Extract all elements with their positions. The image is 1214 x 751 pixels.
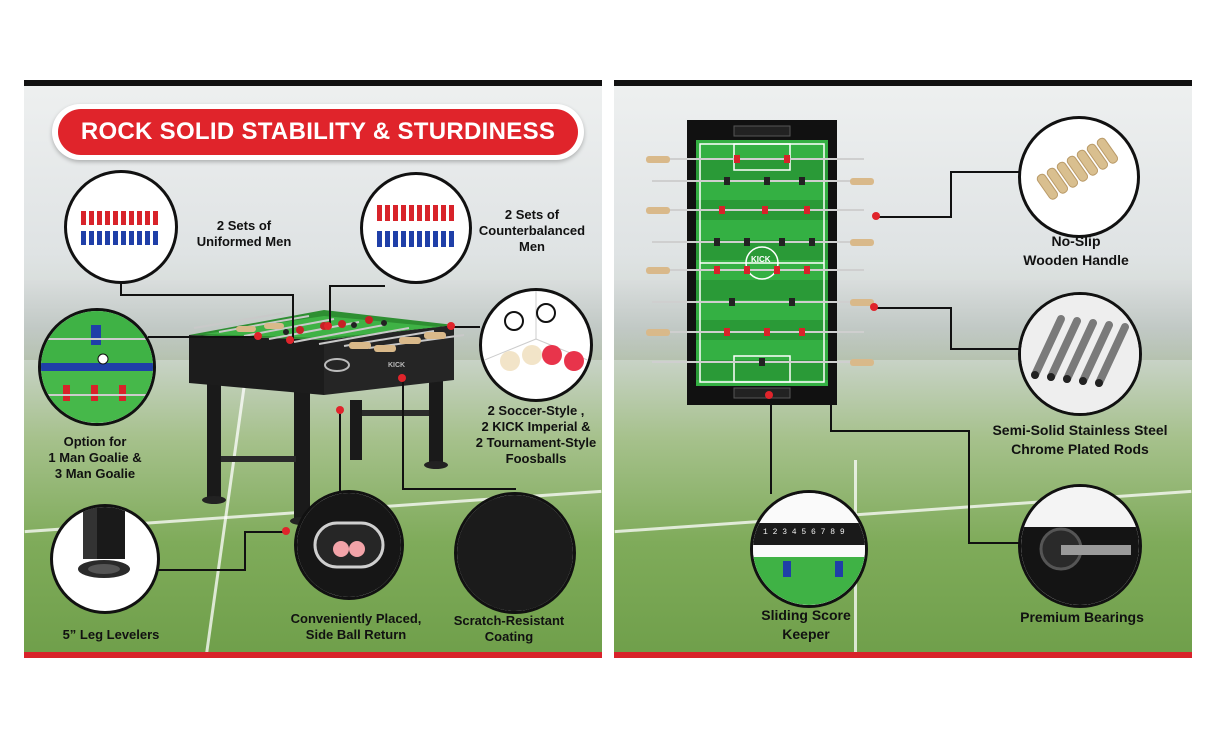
leader-line	[244, 531, 246, 571]
hotspot-dot	[282, 527, 290, 535]
label-line: 2 Sets of	[216, 218, 272, 233]
label-line: Conveniently Placed,	[290, 611, 422, 626]
label-line: Option for	[63, 434, 127, 449]
bearings-label: Premium Bearings	[1002, 608, 1162, 627]
score-keeper-label: Sliding Score Keeper	[736, 606, 876, 644]
coating-label: Scratch-Resistant Coating	[444, 613, 574, 645]
leader-line	[452, 326, 480, 328]
label-line: Counterbalanced	[478, 223, 586, 238]
bearings-circle	[1018, 484, 1142, 608]
leader-line	[339, 410, 341, 495]
hotspot-dot	[870, 303, 878, 311]
uniformed-men-circle	[64, 170, 178, 284]
foosball-table-topdown-image	[646, 120, 874, 405]
leader-line	[950, 307, 952, 349]
score-digits: 1 2 3 4 5 6 7 8 9	[763, 528, 845, 537]
handle-circle	[1018, 116, 1140, 238]
top-divider	[614, 80, 1192, 86]
leader-line	[968, 542, 1020, 544]
goalie-option-circle	[38, 308, 156, 426]
hotspot-dot	[336, 406, 344, 414]
leader-line	[120, 280, 122, 295]
foosballs-circle	[479, 288, 593, 402]
leader-line	[950, 348, 1020, 350]
label-line: Semi-Solid Stainless Steel	[992, 422, 1168, 438]
leader-line	[329, 285, 385, 287]
hotspot-dot	[324, 322, 332, 330]
leader-line	[402, 380, 404, 490]
title-banner: ROCK SOLID STABILITY & STURDINESS	[52, 104, 584, 160]
center-logo: KICK	[751, 255, 771, 264]
label-line: Sliding Score	[761, 607, 851, 623]
rods-label: Semi-Solid Stainless Steel Chrome Plated…	[980, 421, 1180, 459]
leg-levelers-label: 5” Leg Levelers	[46, 627, 176, 643]
hotspot-dot	[872, 212, 880, 220]
label-line: Wooden Handle	[1023, 252, 1129, 268]
rods-circle	[1018, 292, 1142, 416]
leg-levelers-circle	[50, 504, 160, 614]
label-line: Chrome Plated Rods	[1011, 441, 1149, 457]
label-line: 2 KICK Imperial &	[481, 419, 591, 434]
label-line: 2 Tournament-Style	[475, 435, 597, 450]
goalie-option-label: Option for 1 Man Goalie & 3 Man Goalie	[40, 434, 150, 482]
hotspot-dot	[286, 336, 294, 344]
leader-line	[402, 488, 516, 490]
foosball-table-image	[189, 310, 465, 525]
label-line: 3 Man Goalie	[54, 466, 136, 481]
label-line: Uniformed Men	[196, 234, 292, 249]
leader-line	[292, 294, 294, 340]
label-line: Premium Bearings	[1020, 609, 1144, 625]
counterbalanced-men-circle	[360, 172, 472, 284]
top-divider	[24, 80, 602, 86]
leader-line	[876, 216, 952, 218]
leader-line	[950, 171, 1020, 173]
ball-return-label: Conveniently Placed, Side Ball Return	[286, 611, 426, 643]
label-line: 5” Leg Levelers	[62, 627, 160, 642]
leader-line	[830, 430, 970, 432]
label-line: Side Ball Return	[305, 627, 407, 642]
bottom-divider	[614, 652, 1192, 658]
leader-line	[329, 285, 331, 325]
label-line: Scratch-Resistant	[453, 613, 565, 628]
leader-line	[120, 294, 292, 296]
label-line: Men	[519, 239, 545, 254]
leader-line	[950, 171, 952, 218]
leader-line	[244, 531, 286, 533]
right-infographic-panel: No-Slip Wooden Handle Semi-Solid Stainle…	[614, 80, 1192, 658]
uniformed-men-label: 2 Sets of Uniformed Men	[184, 218, 304, 250]
score-keeper-circle: 1 2 3 4 5 6 7 8 9	[750, 490, 868, 608]
hotspot-dot	[447, 322, 455, 330]
label-line: Coating	[484, 629, 534, 644]
coating-circle	[454, 492, 576, 614]
hotspot-dot	[254, 332, 262, 340]
leader-line	[770, 402, 772, 494]
leader-line	[154, 569, 246, 571]
hotspot-dot	[765, 391, 773, 399]
label-line: 1 Man Goalie &	[48, 450, 142, 465]
leader-line	[876, 307, 952, 309]
leader-line	[148, 336, 260, 338]
label-line: No-Slip	[1051, 233, 1101, 249]
label-line: Keeper	[782, 626, 830, 642]
title-text: ROCK SOLID STABILITY & STURDINESS	[58, 109, 578, 155]
label-line: 2 Sets of	[504, 207, 560, 222]
handle-label: No-Slip Wooden Handle	[1006, 232, 1146, 270]
label-line: Foosballs	[505, 451, 567, 466]
left-infographic-panel: ROCK SOLID STABILITY & STURDINESS	[24, 80, 602, 658]
foosballs-label: 2 Soccer-Style , 2 KICK Imperial & 2 Tou…	[470, 403, 602, 467]
leader-line	[968, 430, 970, 544]
ball-return-circle	[294, 490, 404, 600]
label-line: 2 Soccer-Style ,	[487, 403, 585, 418]
counterbalanced-men-label: 2 Sets of Counterbalanced Men	[472, 207, 592, 255]
leader-line	[830, 402, 832, 432]
table-logo: KICK	[388, 362, 406, 369]
bottom-divider	[24, 652, 602, 658]
hotspot-dot	[398, 374, 406, 382]
